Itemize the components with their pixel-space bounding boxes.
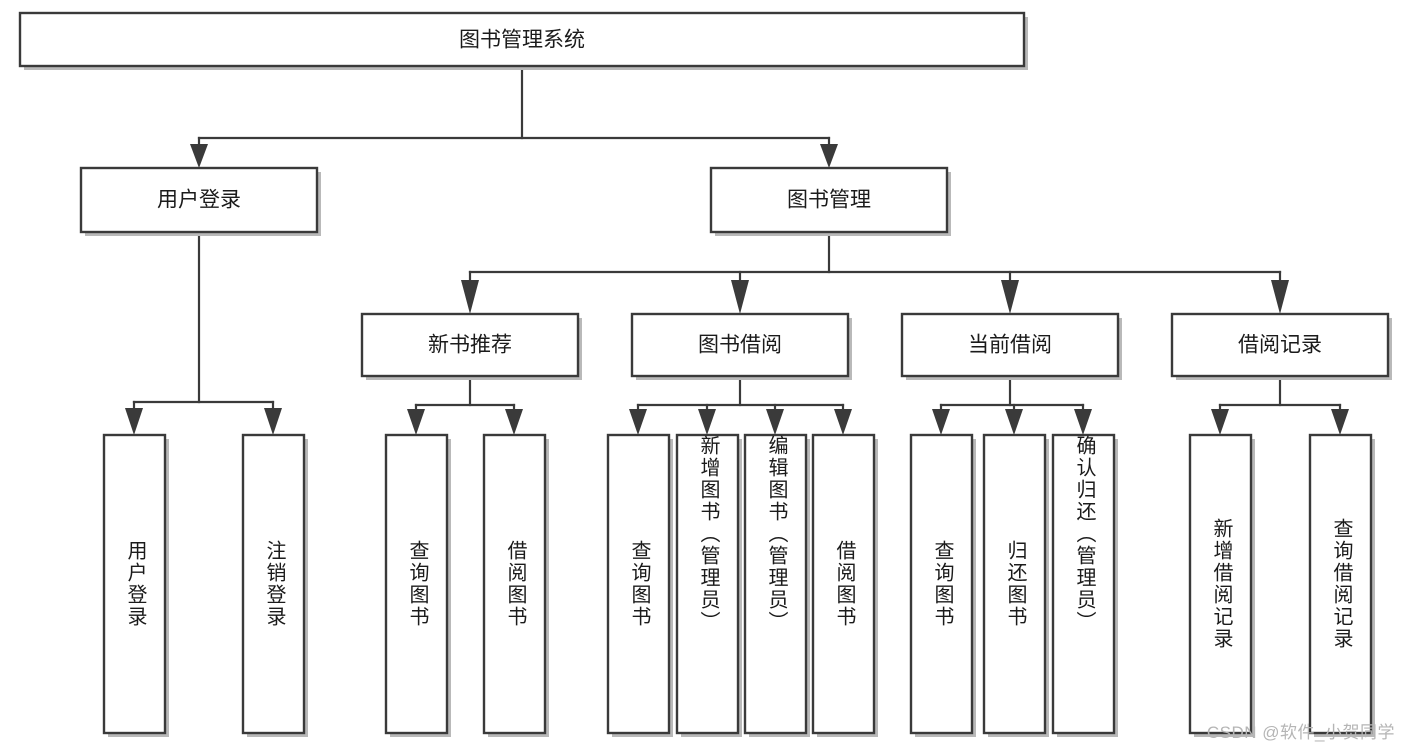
- leaf-query-book-1[interactable]: [384, 433, 451, 737]
- node-borrow-record[interactable]: 借阅记录: [1170, 312, 1392, 380]
- leaf-return-book-rect: [982, 433, 1047, 735]
- arrow-head-leaf-add-book: [698, 409, 716, 435]
- node-book-manage-rect: [709, 166, 949, 234]
- leaf-borrow-book-2-rect: [811, 433, 876, 735]
- arrow-head-leaf-query-book-3: [932, 409, 950, 435]
- arrow-head-book-borrow: [731, 280, 749, 314]
- leaf-add-record[interactable]: [1188, 433, 1255, 737]
- leaf-borrow-book-2[interactable]: [811, 433, 878, 737]
- node-user-login-rect: [79, 166, 319, 234]
- leaf-query-book-3-rect: [909, 433, 974, 735]
- leaf-confirm-return[interactable]: [1051, 433, 1118, 737]
- leaf-user-login[interactable]: [102, 433, 169, 737]
- leaf-add-book-rect: [675, 433, 740, 735]
- leaf-user-login-rect: [102, 433, 167, 735]
- arrow-head-leaf-return-book: [1005, 409, 1023, 435]
- arrow-head-leaf-query-record: [1331, 409, 1349, 435]
- node-user-login-label: 用户登录: [157, 189, 241, 212]
- connector-layer: [125, 64, 1349, 435]
- arrow-head-leaf-user-login: [125, 408, 143, 435]
- leaf-logout[interactable]: [241, 433, 308, 737]
- node-book-manage-label: 图书管理: [787, 189, 871, 212]
- node-root[interactable]: 图书管理系统: [18, 11, 1028, 70]
- leaf-return-book[interactable]: [982, 433, 1049, 737]
- leaf-query-book-3[interactable]: [909, 433, 976, 737]
- arrow-head-leaf-query-book-2: [629, 409, 647, 435]
- leaf-query-record[interactable]: [1308, 433, 1375, 737]
- node-borrow-record-label: 借阅记录: [1238, 334, 1322, 357]
- arrow-head-leaf-edit-book: [766, 409, 784, 435]
- node-book-borrow[interactable]: 图书借阅: [630, 312, 852, 380]
- node-new-book-rec[interactable]: 新书推荐: [360, 312, 582, 380]
- node-current-borrow-rect: [900, 312, 1120, 378]
- leaf-add-book[interactable]: [675, 433, 742, 737]
- leaf-edit-book[interactable]: [743, 433, 810, 737]
- leaf-confirm-return-rect: [1051, 433, 1116, 735]
- leaf-borrow-book-1[interactable]: [482, 433, 549, 737]
- csdn-watermark: CSDN @软件_小贺同学: [1206, 723, 1395, 742]
- node-user-login[interactable]: 用户登录: [79, 166, 321, 236]
- leaf-query-book-1-rect: [384, 433, 449, 735]
- arrow-head-leaf-confirm-return: [1074, 409, 1092, 435]
- arrow-head-leaf-query-book-1: [407, 409, 425, 435]
- leaf-query-book-2[interactable]: [606, 433, 673, 737]
- arrow-head-leaf-add-record: [1211, 409, 1229, 435]
- node-current-borrow[interactable]: 当前借阅: [900, 312, 1122, 380]
- arrow-head-leaf-borrow-book-2: [834, 409, 852, 435]
- leaf-query-record-rect: [1308, 433, 1373, 735]
- node-new-book-rec-rect: [360, 312, 580, 378]
- arrow-head-user-login: [190, 144, 208, 168]
- leaf-node-layer: [102, 433, 1375, 737]
- node-book-borrow-label: 图书借阅: [698, 334, 782, 357]
- arrow-head-book-manage: [820, 144, 838, 168]
- arrow-head-leaf-logout: [264, 408, 282, 435]
- arrow-head-borrow-record: [1271, 280, 1289, 314]
- leaf-query-book-2-rect: [606, 433, 671, 735]
- leaf-edit-book-rect: [743, 433, 808, 735]
- node-book-borrow-rect: [630, 312, 850, 378]
- arrow-head-leaf-borrow-book-1: [505, 409, 523, 435]
- arrow-head-new-book-rec: [461, 280, 479, 314]
- arrow-head-current-borrow: [1001, 280, 1019, 314]
- node-current-borrow-label: 当前借阅: [968, 334, 1052, 357]
- node-book-manage[interactable]: 图书管理: [709, 166, 951, 236]
- node-new-book-rec-label: 新书推荐: [428, 334, 512, 357]
- node-root-label: 图书管理系统: [459, 29, 585, 52]
- leaf-borrow-book-1-rect: [482, 433, 547, 735]
- node-root-rect: [18, 11, 1026, 68]
- leaf-logout-rect: [241, 433, 306, 735]
- node-borrow-record-rect: [1170, 312, 1390, 378]
- leaf-add-record-rect: [1188, 433, 1253, 735]
